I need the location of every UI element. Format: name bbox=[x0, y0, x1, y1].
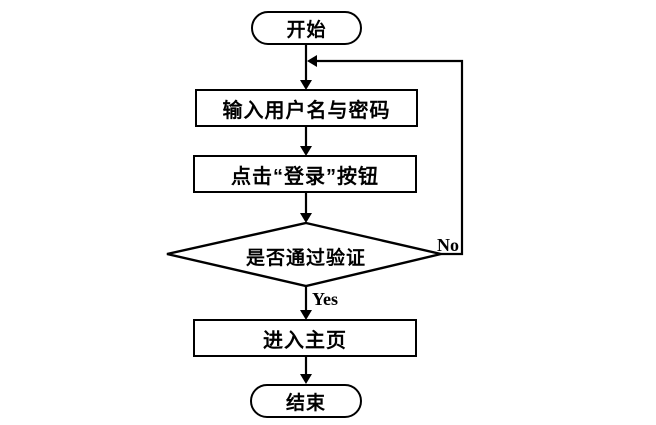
node-start-label: 开始 bbox=[286, 19, 327, 41]
edge-no-feedback bbox=[317, 59, 464, 256]
node-enter-homepage-label: 进入主页 bbox=[263, 329, 347, 352]
node-input-credentials-label: 输入用户名与密码 bbox=[222, 99, 391, 122]
edge-label-no: No bbox=[437, 235, 459, 255]
arrowhead-into-end bbox=[300, 374, 312, 384]
arrowhead-into-home bbox=[300, 310, 312, 320]
arrowhead-into-click bbox=[300, 146, 312, 156]
arrowhead-into-decision bbox=[300, 213, 312, 223]
arrowhead-into-input bbox=[300, 80, 312, 90]
node-click-login-label: 点击“登录”按钮 bbox=[231, 165, 379, 188]
node-enter-homepage: 进入主页 bbox=[193, 319, 417, 357]
node-end: 结束 bbox=[250, 384, 362, 418]
arrowhead-feedback-left bbox=[307, 55, 317, 67]
node-decision-label: 是否通过验证 bbox=[245, 248, 366, 269]
node-input-credentials: 输入用户名与密码 bbox=[195, 89, 418, 127]
node-end-label: 结束 bbox=[285, 392, 326, 414]
node-start: 开始 bbox=[251, 11, 362, 45]
node-click-login: 点击“登录”按钮 bbox=[193, 155, 417, 193]
edge-label-yes: Yes bbox=[312, 289, 338, 309]
